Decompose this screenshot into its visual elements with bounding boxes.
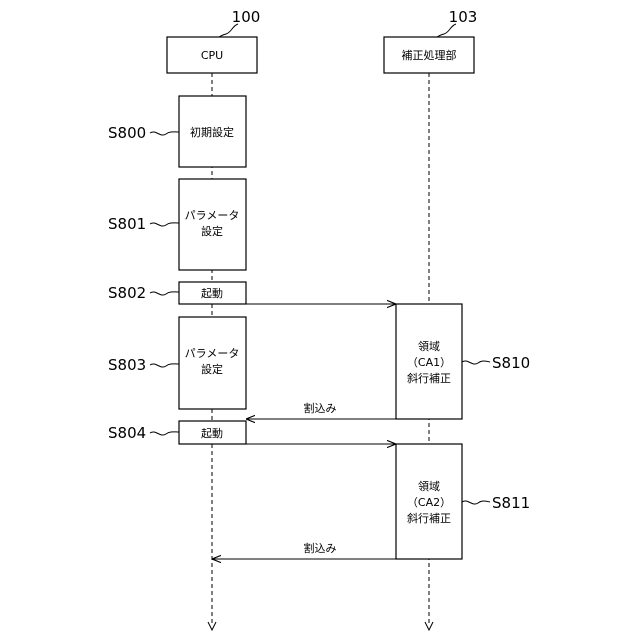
step-leader-s804 [150, 432, 179, 435]
step-label: 設定 [201, 224, 223, 238]
step-id-s810: S810 [492, 354, 530, 372]
correction-ref-leader [436, 24, 456, 38]
step-id-s801: S801 [108, 215, 146, 233]
correction-ref-number: 103 [449, 8, 478, 26]
step-leader-s803 [150, 364, 179, 367]
step-id-s811: S811 [492, 494, 530, 512]
correction-step-ca1-skew: 領域 （CA1） 斜行補正 [396, 304, 462, 419]
interrupt-message-label-2: 割込み [304, 541, 337, 555]
step-label: （CA2） [407, 496, 451, 509]
step-label: 斜行補正 [407, 372, 451, 385]
participant-correction-label: 補正処理部 [402, 48, 457, 62]
step-label: 斜行補正 [407, 512, 451, 525]
step-leader-s801 [150, 223, 179, 226]
correction-step-ca2-skew: 領域 （CA2） 斜行補正 [396, 444, 462, 559]
step-label: パラメータ [185, 209, 240, 222]
correction-lifeline-end-arrow [425, 622, 433, 630]
cpu-step-parameter-setting-1: パラメータ 設定 [179, 179, 246, 270]
step-id-s804: S804 [108, 424, 146, 442]
participant-cpu: CPU [167, 37, 257, 73]
cpu-lifeline-end-arrow [208, 622, 216, 630]
step-id-s800: S800 [108, 124, 146, 142]
step-leader-s810 [462, 361, 490, 364]
step-label: 起動 [201, 426, 223, 440]
step-label: 設定 [201, 362, 223, 376]
participant-cpu-label: CPU [201, 49, 223, 62]
cpu-step-start-2: 起動 [179, 421, 246, 444]
cpu-step-parameter-setting-2: パラメータ 設定 [179, 317, 246, 409]
interrupt-message-label-1: 割込み [304, 401, 337, 415]
cpu-ref-leader [218, 24, 238, 38]
participant-correction-unit: 補正処理部 [384, 37, 474, 73]
step-label: 初期設定 [190, 125, 234, 139]
step-label: パラメータ [185, 347, 240, 360]
step-id-s803: S803 [108, 356, 146, 374]
step-label: 領域 [418, 479, 440, 493]
step-label: （CA1） [407, 356, 451, 369]
cpu-ref-number: 100 [232, 8, 261, 26]
step-label: 起動 [201, 286, 223, 300]
step-label: 領域 [418, 339, 440, 353]
cpu-step-initial-setting: 初期設定 [179, 96, 246, 167]
step-leader-s802 [150, 292, 179, 295]
step-leader-s800 [150, 132, 179, 135]
step-id-s802: S802 [108, 284, 146, 302]
step-leader-s811 [462, 501, 490, 504]
cpu-step-start-1: 起動 [179, 282, 246, 304]
